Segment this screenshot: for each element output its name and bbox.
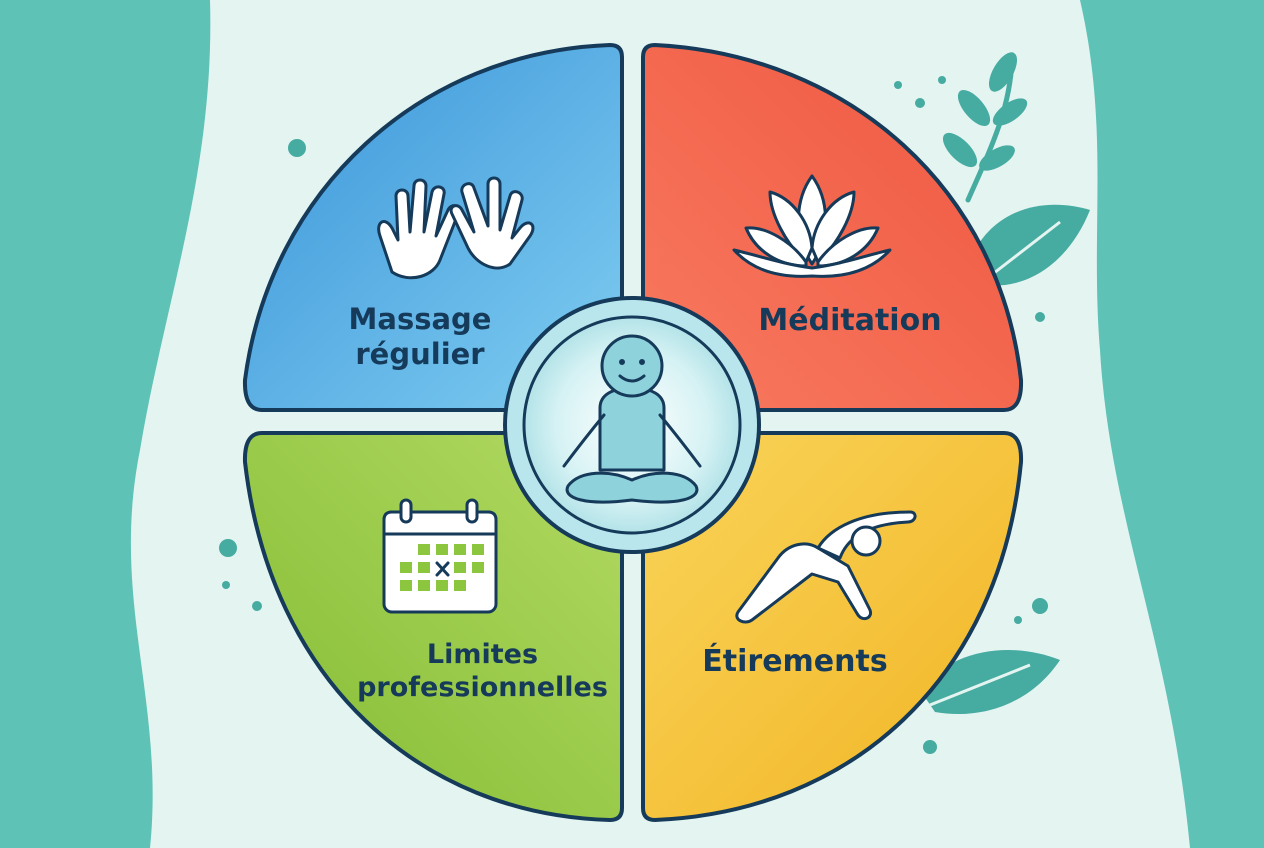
leaf-branch-icon <box>942 52 1028 203</box>
segment-limites <box>242 431 624 822</box>
leaf-icon <box>920 650 1060 715</box>
meditating-person-icon <box>562 334 702 504</box>
label-limites-line2: professionnelles <box>357 671 608 703</box>
label-etirements: Étirements <box>680 644 910 681</box>
label-massage-line1: Massage <box>348 302 492 336</box>
label-limites-line1: Limites <box>426 639 539 670</box>
label-meditation: Méditation <box>745 303 955 340</box>
lotus-icon <box>732 174 892 278</box>
segment-etirements <box>641 431 1024 822</box>
label-limites: Limites professionnelles <box>345 639 620 705</box>
calendar-icon <box>382 498 498 614</box>
label-etirements-line1: Étirements <box>702 644 888 679</box>
leaf-icon <box>975 204 1090 286</box>
label-meditation-line1: Méditation <box>758 303 942 338</box>
decorative-dots <box>219 76 1048 754</box>
stretching-person-icon <box>735 510 917 624</box>
hands-icon <box>377 176 535 280</box>
label-massage-line2: régulier <box>355 337 485 372</box>
label-massage: Massage régulier <box>330 302 510 373</box>
